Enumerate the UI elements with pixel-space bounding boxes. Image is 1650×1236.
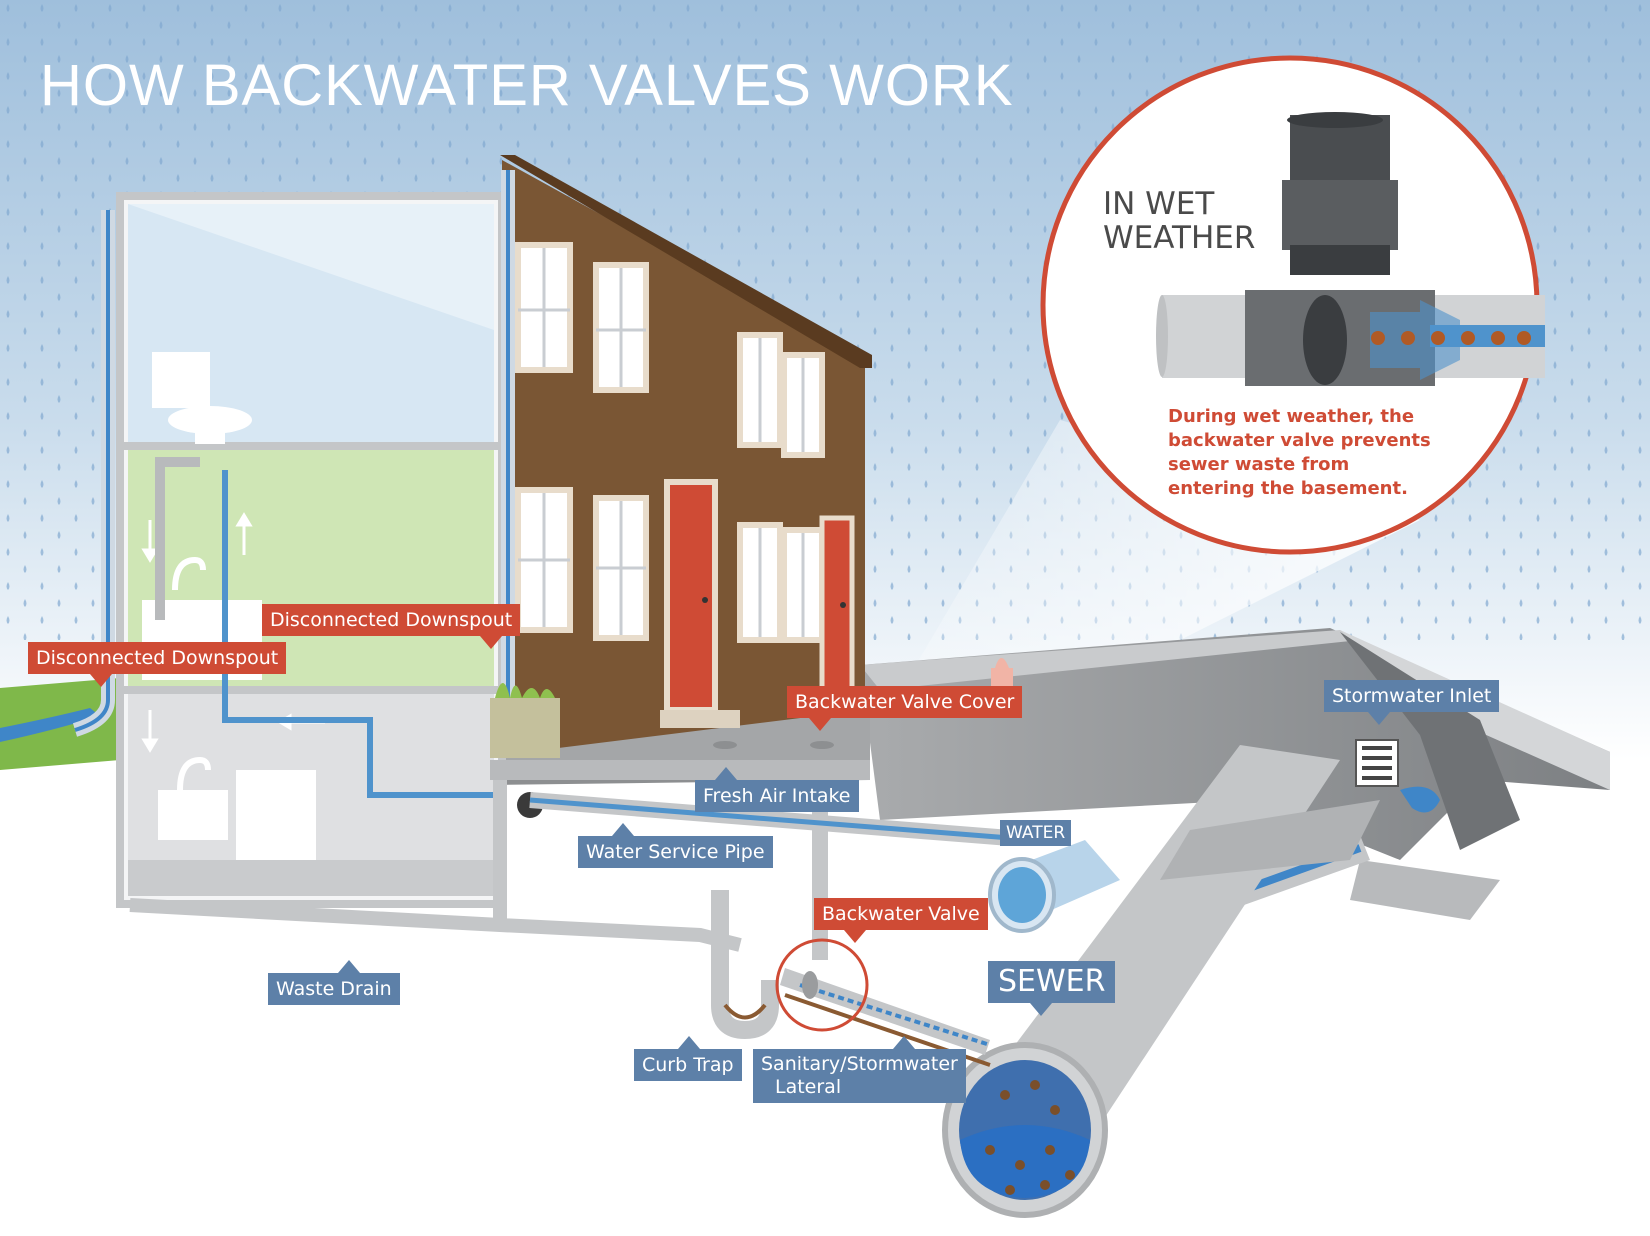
- backwater-valve-highlight: [775, 938, 869, 1032]
- toilet: [152, 352, 210, 408]
- second-door: [819, 515, 855, 711]
- callout-pointer: [844, 930, 866, 943]
- callout-pointer: [90, 674, 112, 687]
- foundation-slab: [490, 760, 870, 780]
- callout-pointer: [338, 960, 360, 973]
- planter: [490, 698, 560, 758]
- callout-pointer: [612, 823, 634, 836]
- callout-text: Fresh Air Intake: [703, 785, 851, 807]
- inset-title: IN WET WEATHER: [1103, 187, 1273, 255]
- page-title: HOW BACKWATER VALVES WORK: [40, 53, 1014, 118]
- callout-pointer: [893, 1036, 915, 1049]
- front-door: [664, 479, 718, 713]
- callout-text: Backwater Valve: [822, 903, 980, 925]
- waste-drain-pipe: [129, 898, 742, 952]
- callout-curb-trap: Curb Trap: [634, 1036, 742, 1081]
- callout-pointer: [809, 718, 831, 731]
- callout-pointer: [480, 636, 502, 649]
- callout-sewer: SEWER: [988, 961, 1116, 1016]
- callout-backwater-valve-cover: Backwater Valve Cover: [787, 686, 1023, 731]
- roof-edge: [500, 155, 872, 368]
- callout-text-line2: Lateral: [775, 1076, 842, 1098]
- callout-backwater-valve: Backwater Valve: [814, 898, 988, 943]
- callout-water-service-pipe: Water Service Pipe: [578, 823, 773, 868]
- callout-water: WATER: [1000, 820, 1072, 846]
- callout-text: Backwater Valve Cover: [795, 691, 1015, 713]
- callout-pointer: [1030, 1003, 1052, 1016]
- callout-text: Disconnected Downspout: [36, 647, 279, 669]
- callout-text: WATER: [1006, 823, 1066, 843]
- sanitary-lateral-pipe: [780, 968, 990, 1055]
- callout-text: SEWER: [998, 964, 1106, 999]
- callout-disconnected-downspout-left: Disconnected Downspout: [28, 642, 287, 687]
- callout-pointer: [1368, 712, 1390, 725]
- callout-waste-drain: Waste Drain: [268, 960, 400, 1005]
- inset-title-text: IN WET WEATHER: [1103, 186, 1256, 256]
- laundry-sink: [158, 790, 228, 840]
- callout-fresh-air-intake: Fresh Air Intake: [695, 767, 859, 812]
- house-drain-pipe: [155, 457, 200, 620]
- callout-text: Waste Drain: [276, 978, 392, 1000]
- washer: [236, 770, 316, 860]
- callout-pointer: [678, 1036, 700, 1049]
- callout-text: Water Service Pipe: [586, 841, 765, 863]
- inset-description: During wet weather, the backwater valve …: [1168, 406, 1431, 499]
- callout-text: Disconnected Downspout: [270, 609, 513, 631]
- callout-stormwater-inlet: Stormwater Inlet: [1324, 680, 1500, 725]
- callout-disconnected-downspout-right: Disconnected Downspout: [262, 604, 521, 649]
- callout-text: Stormwater Inlet: [1332, 685, 1492, 707]
- callout-pointer: [715, 767, 737, 780]
- callout-sanitary-stormwater-lateral: Sanitary/Stormwater Lateral: [753, 1036, 966, 1103]
- curb-trap-pipe: [711, 890, 779, 1040]
- callout-text: Curb Trap: [642, 1054, 734, 1076]
- inset-valve-illustration: [1156, 112, 1545, 386]
- water-supply-line: [222, 470, 470, 798]
- callout-text-line1: Sanitary/Stormwater: [761, 1053, 958, 1075]
